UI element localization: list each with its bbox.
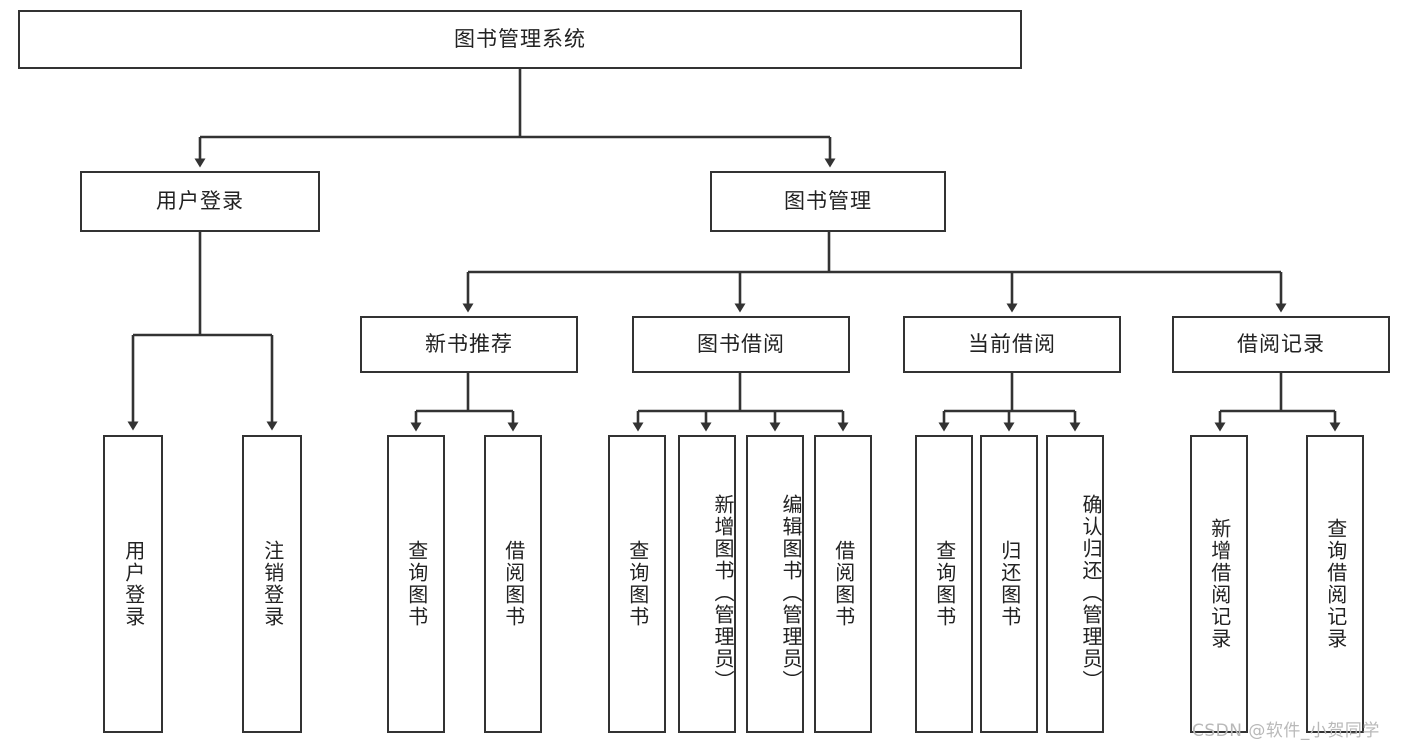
node-label: 新增图书（管理员） — [711, 494, 735, 692]
node-label: 用户登录 — [156, 188, 244, 213]
leaf-user-login[interactable]: 用户登录 — [103, 435, 163, 733]
node-label: 查询图书 — [932, 540, 957, 628]
node-label: 借阅记录 — [1237, 331, 1325, 356]
leaf-query-borrow-record[interactable]: 查询借阅记录 — [1306, 435, 1364, 733]
node-label: 查询图书 — [404, 540, 429, 628]
csdn-watermark: CSDN @软件_小贺同学 — [1192, 716, 1380, 741]
leaf-confirm-return-admin[interactable]: 确认归还（管理员） — [1046, 435, 1104, 733]
node-new-book-recommend[interactable]: 新书推荐 — [360, 316, 578, 373]
leaf-borrow-book-borrow[interactable]: 借阅图书 — [814, 435, 872, 733]
node-label: 确认归还（管理员） — [1079, 494, 1103, 692]
leaf-logout[interactable]: 注销登录 — [242, 435, 302, 733]
node-label: 编辑图书（管理员） — [779, 494, 803, 692]
leaf-add-book-admin[interactable]: 新增图书（管理员） — [678, 435, 736, 733]
leaf-edit-book-admin[interactable]: 编辑图书（管理员） — [746, 435, 804, 733]
node-book-management[interactable]: 图书管理 — [710, 171, 946, 232]
node-label: 借阅图书 — [831, 540, 856, 628]
node-borrow-record[interactable]: 借阅记录 — [1172, 316, 1390, 373]
node-label: 用户登录 — [121, 540, 146, 628]
leaf-query-book-recommend[interactable]: 查询图书 — [387, 435, 445, 733]
node-label: 新书推荐 — [425, 331, 513, 356]
leaf-return-book[interactable]: 归还图书 — [980, 435, 1038, 733]
node-label: 归还图书 — [997, 540, 1022, 628]
leaf-borrow-book-recommend[interactable]: 借阅图书 — [484, 435, 542, 733]
watermark-text: CSDN @软件_小贺同学 — [1192, 721, 1380, 741]
node-book-borrow[interactable]: 图书借阅 — [632, 316, 850, 373]
node-label: 图书管理 — [784, 188, 872, 213]
leaf-query-book-borrow[interactable]: 查询图书 — [608, 435, 666, 733]
node-label: 新增借阅记录 — [1207, 518, 1232, 650]
leaf-add-borrow-record[interactable]: 新增借阅记录 — [1190, 435, 1248, 733]
node-label: 查询图书 — [625, 540, 650, 628]
node-label: 借阅图书 — [501, 540, 526, 628]
node-label: 注销登录 — [260, 540, 285, 628]
node-label: 图书借阅 — [697, 331, 785, 356]
node-root-book-management-system[interactable]: 图书管理系统 — [18, 10, 1022, 69]
node-label: 当前借阅 — [968, 331, 1056, 356]
node-label: 查询借阅记录 — [1323, 518, 1348, 650]
node-current-borrow[interactable]: 当前借阅 — [903, 316, 1121, 373]
leaf-query-book-current[interactable]: 查询图书 — [915, 435, 973, 733]
node-user-login[interactable]: 用户登录 — [80, 171, 320, 232]
node-label: 图书管理系统 — [454, 26, 586, 51]
